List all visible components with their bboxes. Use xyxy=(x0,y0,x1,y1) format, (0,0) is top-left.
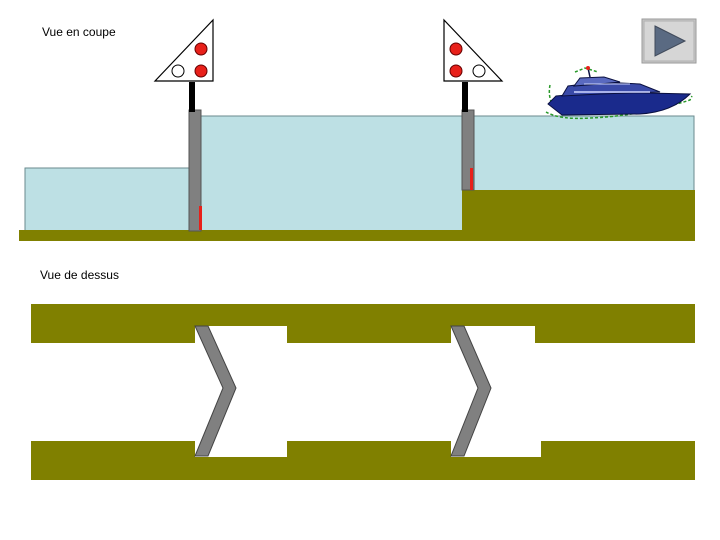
downstream-water xyxy=(24,167,191,232)
play-button[interactable] xyxy=(641,18,697,64)
signal-light xyxy=(171,64,185,78)
boat-icon xyxy=(545,66,693,120)
top-view-label: Vue de dessus xyxy=(40,268,119,282)
section-view-label: Vue en coupe xyxy=(42,25,116,39)
signal-right xyxy=(443,18,504,82)
upstream-water xyxy=(472,115,695,192)
left-mitre-gate xyxy=(194,325,237,457)
play-triangle-icon xyxy=(641,18,697,64)
signal-light xyxy=(449,42,463,56)
right-mitre-gate xyxy=(450,325,492,457)
lock-chamber-water xyxy=(200,115,464,232)
signal-light xyxy=(194,42,208,56)
signal-light xyxy=(449,64,463,78)
top-bank xyxy=(31,304,695,343)
signal-light xyxy=(472,64,486,78)
right-gate-post xyxy=(462,82,468,112)
left-gate-valve-marker xyxy=(199,206,202,230)
bottom-bank xyxy=(31,441,695,480)
left-gate-post xyxy=(189,82,195,112)
river-bed xyxy=(19,230,695,241)
signal-left xyxy=(153,18,214,82)
right-gate-valve-marker xyxy=(470,168,473,190)
signal-light xyxy=(194,64,208,78)
